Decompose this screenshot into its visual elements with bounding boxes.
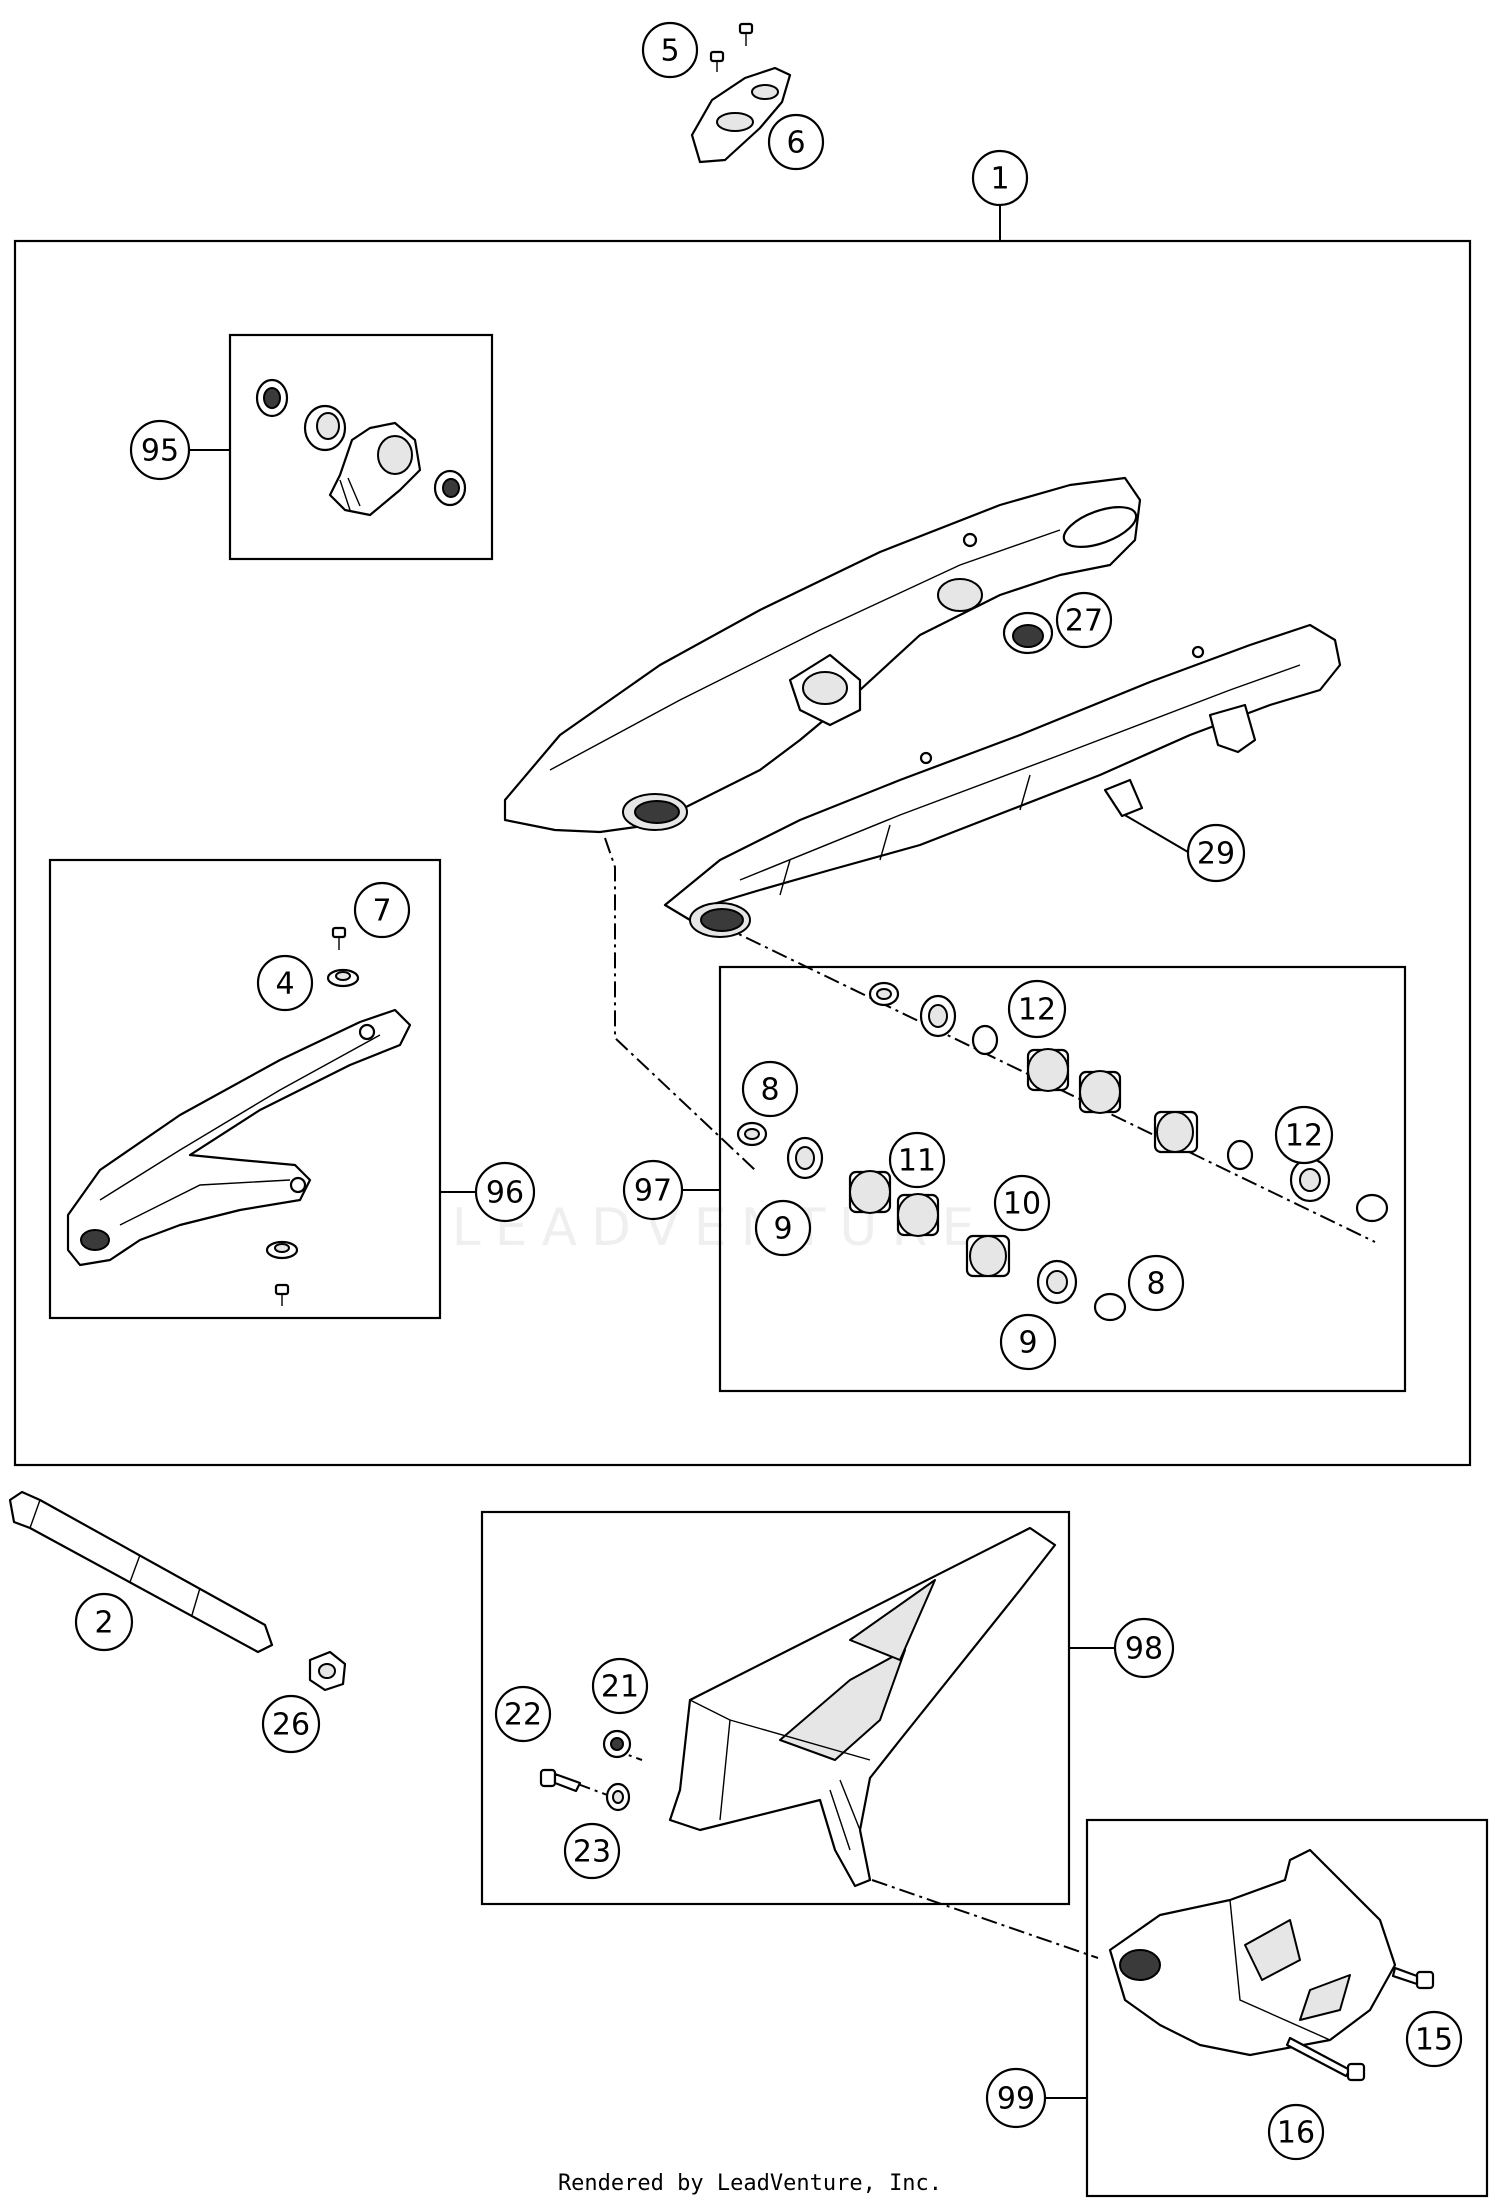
svg-text:4: 4 (275, 967, 294, 1002)
assembly-frame-1 (13, 239, 1472, 1467)
svg-text:98: 98 (1125, 1632, 1163, 1667)
leader-29 (1122, 813, 1189, 853)
callout-22[interactable]: 22 (494, 1685, 552, 1743)
kit-frame-98 (480, 1510, 1071, 1906)
callout-9-lower[interactable]: 9 (999, 1313, 1057, 1371)
svg-text:23: 23 (573, 1835, 611, 1870)
callout-12-upper[interactable]: 12 (1007, 979, 1067, 1039)
kit-frame-99 (1085, 1818, 1489, 2198)
svg-text:12: 12 (1018, 993, 1056, 1028)
svg-text:5: 5 (660, 34, 679, 69)
svg-text:97: 97 (634, 1174, 672, 1209)
callout-21[interactable]: 21 (591, 1657, 649, 1715)
svg-text:1: 1 (990, 162, 1009, 197)
svg-text:27: 27 (1065, 604, 1103, 639)
axle-nut-part-26 (308, 1650, 347, 1692)
callout-2[interactable]: 2 (74, 1592, 134, 1652)
chain-guard-kit-98 (539, 1526, 1057, 1888)
callout-95[interactable]: 95 (129, 419, 191, 481)
bolt-part-5 (709, 22, 754, 72)
svg-text:26: 26 (272, 1708, 310, 1743)
callout-7[interactable]: 7 (353, 881, 411, 939)
svg-text:9: 9 (773, 1212, 792, 1247)
callout-99[interactable]: 99 (985, 2067, 1047, 2129)
callout-16[interactable]: 16 (1267, 2103, 1325, 2161)
callout-27[interactable]: 27 (1055, 591, 1113, 649)
callout-5[interactable]: 5 (641, 21, 699, 79)
callout-1[interactable]: 1 (971, 149, 1029, 207)
swingarm-part-1 (503, 476, 1342, 938)
callout-8-upper[interactable]: 8 (741, 1060, 799, 1118)
callout-98[interactable]: 98 (1113, 1617, 1175, 1679)
chain-slider-ring-part-27 (1002, 611, 1054, 655)
callout-96[interactable]: 96 (474, 1161, 536, 1223)
svg-text:22: 22 (504, 1698, 542, 1733)
svg-text:12: 12 (1285, 1119, 1323, 1154)
chain-guide-kit-99 (1108, 1848, 1435, 2082)
clamp-part-6 (690, 66, 792, 164)
callout-26[interactable]: 26 (261, 1694, 321, 1754)
svg-text:11: 11 (898, 1144, 936, 1179)
svg-text:29: 29 (1197, 837, 1235, 872)
kit-frame-97 (718, 965, 1407, 1393)
callout-4[interactable]: 4 (256, 954, 314, 1012)
callout-23[interactable]: 23 (563, 1822, 621, 1880)
callout-15[interactable]: 15 (1405, 2010, 1463, 2068)
svg-text:7: 7 (372, 894, 391, 929)
kit-frame-96 (48, 858, 442, 1320)
svg-text:8: 8 (1146, 1267, 1165, 1302)
callout-29[interactable]: 29 (1186, 823, 1246, 883)
axis-line-left (604, 837, 756, 1171)
callout-12-lower[interactable]: 12 (1274, 1105, 1334, 1165)
svg-text:10: 10 (1003, 1187, 1041, 1222)
axis-line-guide (871, 1879, 1099, 1959)
callout-6[interactable]: 6 (767, 113, 825, 171)
callout-97[interactable]: 97 (622, 1159, 684, 1221)
callout-10[interactable]: 10 (993, 1174, 1051, 1232)
svg-text:9: 9 (1018, 1326, 1037, 1361)
chain-slider-kit-96 (66, 926, 412, 1306)
axis-line-bolt-22 (574, 1782, 627, 1803)
svg-text:95: 95 (141, 434, 179, 469)
footer-credit: Rendered by LeadVenture, Inc. (558, 2171, 942, 2196)
svg-text:21: 21 (601, 1670, 639, 1705)
swingarm-axle-part-2 (8, 1490, 274, 1654)
svg-text:15: 15 (1415, 2023, 1453, 2058)
callout-9-upper[interactable]: 9 (754, 1199, 812, 1257)
bearing-kit-97 (736, 981, 1389, 1322)
kit-frame-95 (228, 333, 494, 561)
svg-text:99: 99 (997, 2082, 1035, 2117)
svg-text:2: 2 (94, 1606, 113, 1641)
svg-text:8: 8 (760, 1073, 779, 1108)
callout-8-lower[interactable]: 8 (1127, 1254, 1185, 1312)
callout-11[interactable]: 11 (888, 1131, 946, 1189)
bushing-set-95 (255, 378, 467, 517)
svg-text:6: 6 (786, 126, 805, 161)
svg-text:16: 16 (1277, 2116, 1315, 2151)
svg-text:96: 96 (486, 1176, 524, 1211)
